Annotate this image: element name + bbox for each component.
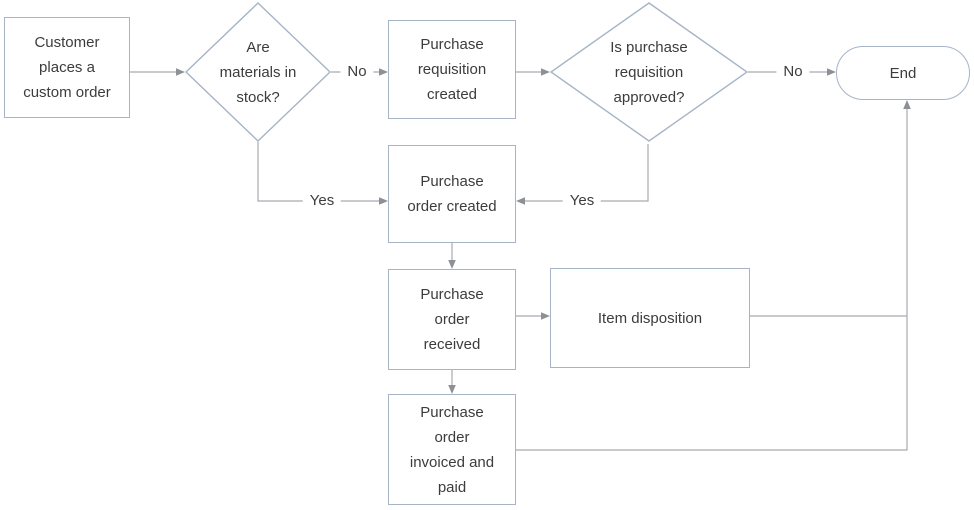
node-item-disposition: Item disposition — [550, 268, 750, 368]
node-decision-materials-in-stock: Are materials in stock? — [185, 2, 331, 142]
arrowhead-into-end-left — [827, 68, 836, 76]
arrowhead-into-order-created-right — [516, 197, 525, 205]
arrowhead-into-item-disposition — [541, 312, 550, 320]
node-purchase-order-created: Purchase order created — [388, 145, 516, 243]
node-label: Is purchase requisition approved? — [610, 38, 688, 106]
arrowhead-into-requisition — [379, 68, 388, 76]
edge-label-no-approved: No — [776, 63, 810, 81]
edge-label-yes-approved: Yes — [562, 192, 602, 210]
diamond-shape — [185, 2, 331, 142]
arrowhead-into-decision-stock — [176, 68, 185, 76]
node-end-terminator: End — [836, 46, 970, 100]
arrowhead-into-order-created-left — [379, 197, 388, 205]
node-purchase-order-invoiced-paid: Purchase order invoiced and paid — [388, 394, 516, 505]
edge-label-no-stock: No — [340, 63, 374, 81]
arrowhead-into-decision-approved — [541, 68, 550, 76]
node-decision-requisition-approved: Is purchase requisition approved? — [550, 2, 748, 142]
arrowhead-into-order-invoiced — [448, 385, 456, 394]
arrowhead-into-order-received — [448, 260, 456, 269]
arrowhead-into-end-bottom — [903, 100, 911, 109]
node-purchase-order-received: Purchase order received — [388, 269, 516, 370]
node-customer-places-order: Customer places a custom order — [4, 17, 130, 118]
diamond-shape — [550, 2, 748, 142]
edge-label-yes-stock: Yes — [302, 192, 342, 210]
node-label: Are materials in stock? — [219, 38, 297, 106]
node-purchase-requisition-created: Purchase requisition created — [388, 20, 516, 119]
edge-order-invoiced-to-end — [516, 109, 908, 451]
